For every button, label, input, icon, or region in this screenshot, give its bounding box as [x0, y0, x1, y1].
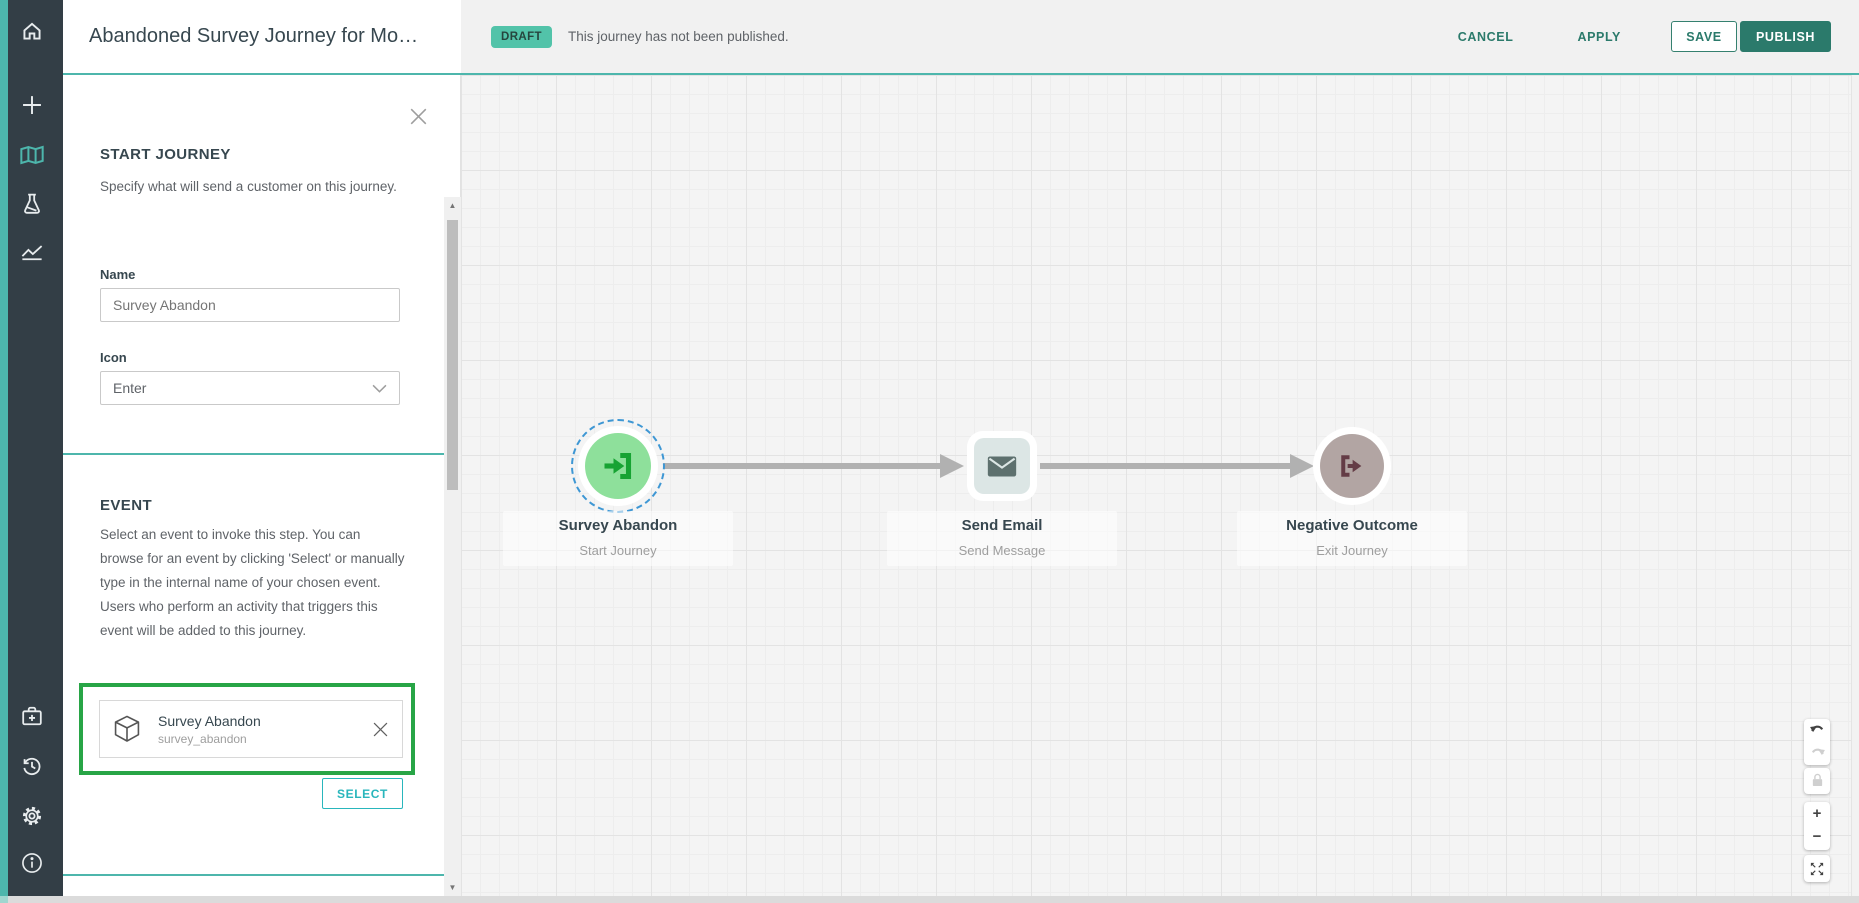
zoom-out-button[interactable]: − — [1812, 828, 1822, 845]
icon-dropdown-value: Enter — [113, 380, 147, 396]
start-journey-description: Specify what will send a customer on thi… — [100, 179, 397, 194]
enter-journey-icon — [604, 452, 632, 480]
chevron-down-icon — [372, 384, 387, 393]
canvas-horizontal-scrollbar[interactable] — [0, 896, 1859, 903]
status-text: This journey has not been published. — [567, 29, 789, 44]
section-divider — [63, 453, 444, 455]
icon-label: Icon — [100, 350, 127, 365]
panel-scrollbar-thumb[interactable] — [447, 220, 458, 490]
canvas-vertical-scrollbar[interactable] — [1851, 75, 1859, 896]
edge-email-to-exit — [1040, 463, 1290, 469]
event-description: Select an event to invoke this step. You… — [100, 527, 405, 638]
history-icon[interactable] — [0, 746, 63, 786]
event-heading: EVENT — [100, 497, 153, 514]
envelope-icon — [987, 456, 1017, 476]
panel-scroll-down-icon[interactable]: ▼ — [448, 883, 457, 892]
fullscreen-control — [1804, 855, 1830, 882]
node-start-selection-ring[interactable] — [571, 419, 665, 513]
analytics-chart-icon[interactable] — [0, 232, 63, 272]
case-add-icon[interactable] — [0, 696, 63, 736]
node-start-label: Survey Abandon Start Journey — [503, 511, 733, 566]
home-icon[interactable] — [0, 11, 63, 51]
edge-arrowhead — [1290, 454, 1314, 478]
node-send-email-label: Send Email Send Message — [887, 511, 1117, 566]
scrollbar-accent-end — [0, 896, 8, 903]
event-card-internal-name: survey_abandon — [158, 731, 247, 746]
node-subtitle: Send Message — [958, 543, 1046, 558]
page-title: Abandoned Survey Journey for Mo… — [89, 25, 419, 47]
header-divider — [0, 73, 1859, 75]
panel-scroll-up-icon[interactable]: ▲ — [448, 201, 457, 210]
journey-map-icon[interactable] — [0, 135, 63, 175]
journey-canvas[interactable]: Survey Abandon Start Journey Send Email … — [461, 75, 1859, 896]
event-remove-icon[interactable] — [373, 722, 388, 737]
status-badge: DRAFT — [491, 25, 552, 48]
header-toolbar: DRAFT This journey has not been publishe… — [461, 0, 1859, 73]
apply-button[interactable]: APPLY — [1567, 22, 1631, 52]
step-config-panel: START JOURNEY Specify what will send a c… — [63, 75, 461, 896]
exit-journey-icon — [1341, 455, 1362, 477]
zoom-control: + − — [1804, 802, 1830, 850]
redo-icon[interactable] — [1804, 742, 1830, 765]
settings-gear-icon[interactable] — [0, 796, 63, 836]
node-send-email-tile — [974, 438, 1030, 494]
panel-close-icon[interactable] — [407, 105, 429, 127]
undo-icon[interactable] — [1804, 719, 1830, 742]
selected-event-card[interactable]: Survey Abandon survey_abandon — [99, 700, 403, 758]
name-label: Name — [100, 267, 136, 282]
zoom-in-button[interactable]: + — [1812, 805, 1822, 822]
lock-icon[interactable] — [1804, 768, 1830, 791]
experiment-flask-icon[interactable] — [0, 184, 63, 224]
event-select-button[interactable]: SELECT — [322, 778, 403, 809]
node-start-circle — [585, 433, 651, 499]
name-input[interactable] — [100, 288, 400, 322]
event-card-title: Survey Abandon — [158, 712, 261, 729]
rail-accent-stripe — [0, 0, 8, 903]
node-negative-outcome[interactable] — [1313, 427, 1391, 505]
left-nav-rail — [0, 0, 63, 903]
node-negative-outcome-label: Negative Outcome Exit Journey — [1237, 511, 1467, 566]
node-title: Survey Abandon — [558, 517, 678, 534]
undo-redo-control — [1804, 719, 1830, 765]
selected-event-highlight: Survey Abandon survey_abandon — [79, 683, 415, 775]
node-subtitle: Exit Journey — [1316, 543, 1388, 558]
cancel-button[interactable]: CANCEL — [1448, 22, 1524, 52]
lock-control — [1804, 768, 1830, 794]
publish-button[interactable]: PUBLISH — [1740, 21, 1831, 52]
edge-start-to-email — [663, 463, 940, 469]
event-cube-icon — [111, 714, 143, 744]
node-subtitle: Start Journey — [579, 543, 657, 558]
node-negative-outcome-circle — [1320, 434, 1384, 498]
node-title: Send Email — [961, 517, 1043, 534]
event-card-text: Survey Abandon survey_abandon — [158, 713, 261, 746]
save-button[interactable]: SAVE — [1671, 21, 1737, 52]
start-journey-heading: START JOURNEY — [100, 146, 231, 163]
node-start[interactable] — [578, 426, 658, 506]
fullscreen-icon[interactable] — [1804, 855, 1830, 882]
node-send-email[interactable] — [967, 431, 1037, 501]
info-icon[interactable] — [0, 843, 63, 883]
add-icon[interactable] — [0, 85, 63, 125]
section-divider-bottom — [63, 874, 444, 876]
icon-dropdown[interactable]: Enter — [100, 371, 400, 405]
header-actions: CANCEL APPLY SAVE PUBLISH — [1448, 21, 1831, 52]
edge-arrowhead — [940, 454, 964, 478]
node-title: Negative Outcome — [1286, 517, 1418, 534]
header-left: Abandoned Survey Journey for Mo… — [63, 0, 461, 73]
